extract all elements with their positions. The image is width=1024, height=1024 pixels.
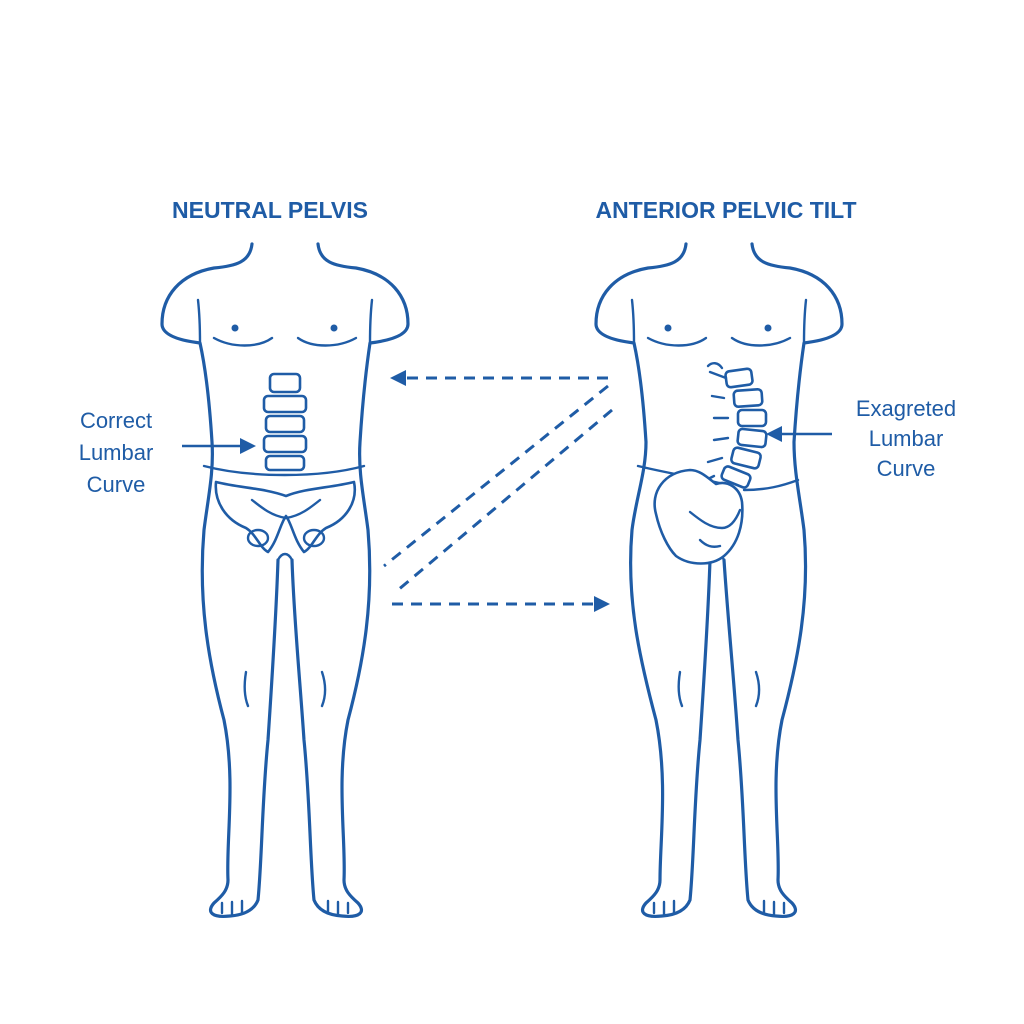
diagonal-dashed-lines xyxy=(383,384,613,592)
exaggerated-lumbar-arrow xyxy=(766,426,832,442)
right-label-line-1: Exagreted xyxy=(856,396,956,421)
correct-lumbar-curve-label: Correct Lumbar Curve xyxy=(79,408,154,497)
correct-lumbar-arrow xyxy=(182,438,256,454)
left-label-line-1: Correct xyxy=(80,408,152,433)
neutral-pelvis-title: NEUTRAL PELVIS xyxy=(172,197,368,223)
neutral-lumbar-spine xyxy=(262,372,308,472)
left-label-line-3: Curve xyxy=(87,472,146,497)
exaggerated-lumbar-curve-label: Exagreted Lumbar Curve xyxy=(856,396,956,481)
right-label-line-3: Curve xyxy=(877,456,936,481)
bottom-dashed-arrow-right xyxy=(392,596,610,612)
tilt-body-outline xyxy=(594,242,844,918)
anterior-pelvic-tilt-title: ANTERIOR PELVIC TILT xyxy=(595,197,856,223)
neutral-pelvis-bone xyxy=(214,480,357,554)
tilted-pelvis-bone xyxy=(653,468,744,565)
exaggerated-lumbar-spine xyxy=(700,362,768,489)
top-dashed-arrow-left xyxy=(390,370,608,386)
right-label-line-2: Lumbar xyxy=(869,426,944,451)
neutral-body-outline xyxy=(160,242,410,918)
left-label-line-2: Lumbar xyxy=(79,440,154,465)
